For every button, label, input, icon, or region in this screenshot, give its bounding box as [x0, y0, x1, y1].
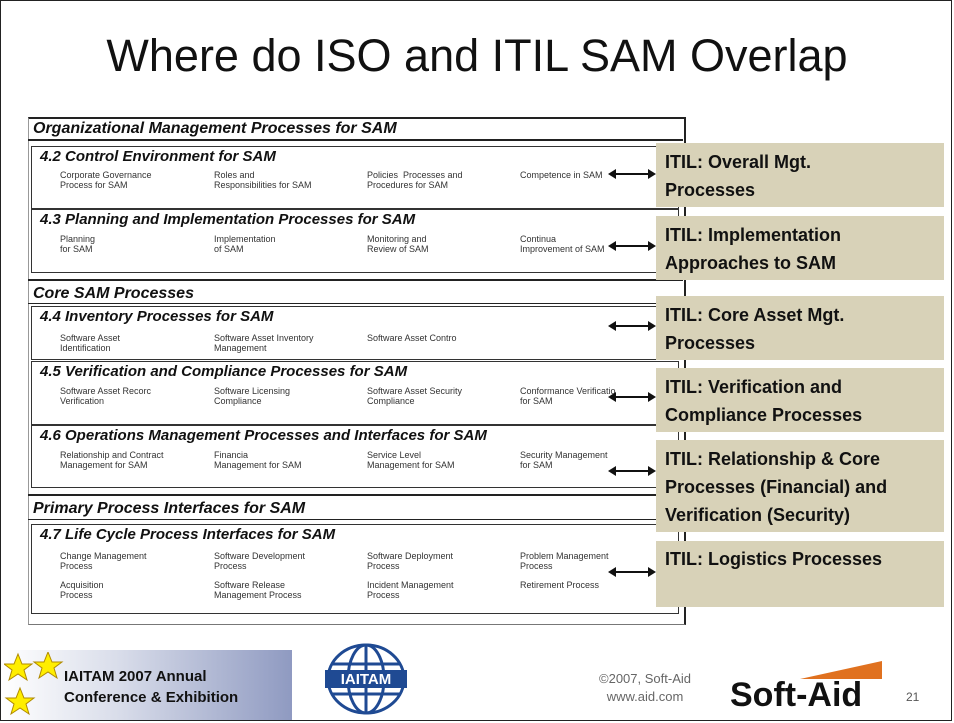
group-heading-primary: Primary Process Interfaces for SAM [33, 500, 306, 517]
itil-label-logistics: ITIL: Logistics Processes [656, 541, 944, 607]
process-cell: Security Management for SAM [520, 450, 608, 470]
process-cell: Relationship and Contract Management for… [60, 450, 164, 470]
process-cell: Software Asset Inventory Management [214, 333, 314, 353]
itil-label-overall: ITIL: Overall Mgt. Processes [656, 143, 944, 207]
copyright-line-2: www.aid.com [606, 689, 684, 704]
section-4-6: 4.6 Operations Management Processes and … [31, 425, 679, 488]
banner-line-2: Conference & Exhibition [64, 689, 239, 706]
page-number: 21 [906, 690, 920, 704]
group-divider [28, 303, 683, 304]
process-cell: Service Level Management for SAM [367, 450, 455, 470]
process-cell: Continua Improvement of SAM [520, 234, 605, 254]
process-cell: Incident Management Process [367, 580, 454, 600]
group-heading-core: Core SAM Processes [33, 285, 194, 302]
section-heading: 4.7 Life Cycle Process Interfaces for SA… [40, 526, 336, 543]
itil-label-implementation: ITIL: Implementation Approaches to SAM [656, 216, 944, 280]
copyright-notice: ©2007, Soft-Aid www.aid.com [580, 670, 710, 706]
section-4-2: 4.2 Control Environment for SAM Corporat… [31, 146, 679, 209]
process-cell: Software Asset Security Compliance [367, 386, 463, 406]
process-cell: Software Licensing Compliance [214, 386, 291, 406]
itil-label-relationship: ITIL: Relationship & Core Processes (Fin… [656, 440, 944, 532]
section-heading: 4.4 Inventory Processes for SAM [40, 308, 274, 325]
section-4-5: 4.5 Verification and Compliance Processe… [31, 361, 679, 425]
double-arrow-icon [608, 466, 656, 476]
process-cell: Software Asset Contro [367, 333, 457, 343]
process-cell: Financia Management for SAM [214, 450, 302, 470]
process-cell: Software Development Process [214, 551, 306, 571]
section-4-3: 4.3 Planning and Implementation Processe… [31, 209, 679, 273]
double-arrow-icon [608, 392, 656, 402]
itil-label-verification: ITIL: Verification and Compliance Proces… [656, 368, 944, 432]
process-cell: Software Asset Recorc Verification [60, 386, 152, 406]
process-cell: Change Management Process [60, 551, 147, 571]
process-cell: Implementation of SAM [214, 234, 276, 254]
logo-text: IAITAM [341, 671, 392, 688]
process-cell: Conformance Verificatio for SAM [520, 386, 616, 406]
process-cell: Monitoring and Review of SAM [367, 234, 429, 254]
slide-title: Where do ISO and ITIL SAM Overlap [106, 30, 848, 81]
double-arrow-icon [608, 169, 656, 179]
process-cell: Policies Processes and Procedures for SA… [367, 170, 463, 190]
section-4-7: 4.7 Life Cycle Process Interfaces for SA… [31, 524, 679, 614]
section-heading: 4.5 Verification and Compliance Processe… [40, 363, 408, 380]
group-divider [28, 139, 683, 141]
process-cell: Planning for SAM [60, 234, 96, 254]
section-4-4: 4.4 Inventory Processes for SAM Software… [31, 306, 679, 360]
double-arrow-icon [608, 567, 656, 577]
section-heading: 4.6 Operations Management Processes and … [40, 427, 487, 444]
brand-swoosh-icon [800, 661, 882, 679]
process-cell: Corporate Governance Process for SAM [60, 170, 152, 190]
double-arrow-icon [608, 241, 656, 251]
softaid-logo-text: Soft-Aid [730, 676, 863, 714]
group-heading-organizational: Organizational Management Processes for … [33, 120, 397, 137]
process-cell: Retirement Process [520, 580, 600, 590]
process-cell: Software Deployment Process [367, 551, 454, 571]
section-heading: 4.3 Planning and Implementation Processe… [40, 211, 416, 228]
section-heading: 4.2 Control Environment for SAM [40, 148, 276, 165]
banner-line-1: IAITAM 2007 Annual [64, 668, 207, 685]
star-logo-icon [4, 652, 64, 716]
process-cell: Competence in SAM [520, 170, 603, 180]
iaitam-globe-logo: IAITAM [325, 643, 407, 715]
group-divider [28, 279, 683, 281]
conference-banner-text: IAITAM 2007 Annual Conference & Exhibiti… [64, 666, 294, 708]
process-cell: Software Asset Identification [60, 333, 121, 353]
itil-label-core-asset: ITIL: Core Asset Mgt. Processes [656, 296, 944, 360]
group-divider [28, 494, 683, 496]
iso-process-diagram: Organizational Management Processes for … [28, 117, 686, 625]
process-cell: Software Release Management Process [214, 580, 302, 600]
process-cell: Acquisition Process [60, 580, 104, 600]
process-cell: Roles and Responsibilities for SAM [214, 170, 312, 190]
double-arrow-icon [608, 321, 656, 331]
group-divider [28, 519, 683, 520]
copyright-line-1: ©2007, Soft-Aid [599, 671, 691, 686]
process-cell: Problem Management Process [520, 551, 609, 571]
